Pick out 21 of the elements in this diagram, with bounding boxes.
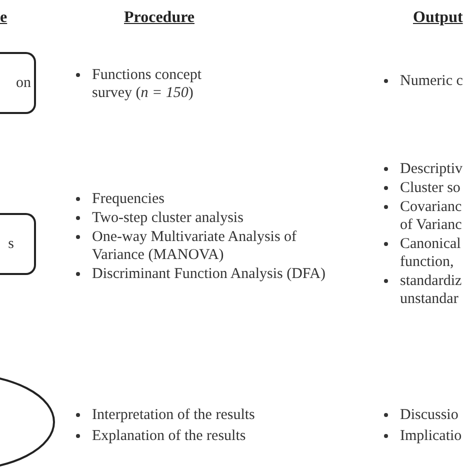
bullet-item: Cluster so — [380, 179, 474, 197]
bullet-item: Discriminant Function Analysis (DFA) — [72, 265, 378, 283]
stage-box — [0, 52, 36, 114]
bullet-item: standardiz unstandar — [380, 272, 474, 308]
column-heading: Procedure — [124, 8, 194, 28]
bullet-item: Two-step cluster analysis — [72, 209, 372, 227]
bullet-item: Interpretation of the results — [72, 406, 332, 424]
bullet-item: Descriptiv — [380, 160, 474, 178]
column-heading: e — [0, 8, 8, 28]
bullet-item: Explanation of the results — [72, 427, 332, 445]
bullet-item: One-way Multivariate Analysis of Variance (MANOVA) — [72, 228, 322, 264]
column-heading: Output — [413, 8, 463, 28]
bullet-item: Functions concept survey (n = 150) — [72, 66, 232, 102]
bullet-item: Covarianc of Varianc — [380, 198, 474, 234]
stage-label: on — [16, 74, 31, 92]
bullet-item: Discussio — [380, 406, 474, 424]
bullet-item: Implicatio — [380, 427, 474, 445]
bullet-item: Frequencies — [72, 190, 372, 208]
bullet-item: Numeric c — [380, 72, 474, 90]
stage-label: s — [8, 236, 14, 252]
stage-box — [0, 213, 36, 275]
